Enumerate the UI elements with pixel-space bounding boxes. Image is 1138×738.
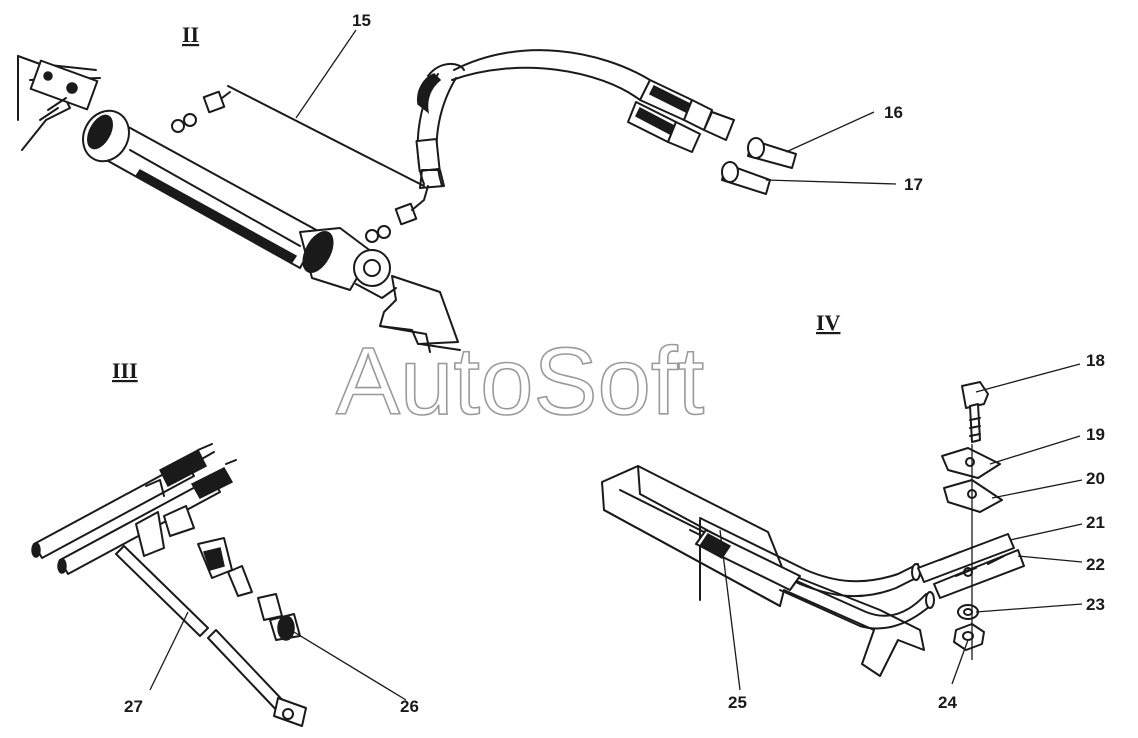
leader-26 xyxy=(293,631,407,701)
view-label-3: III xyxy=(112,358,138,383)
view-label-2: II xyxy=(182,22,199,47)
callout-26: 26 xyxy=(400,697,419,716)
leader-25 xyxy=(719,529,741,691)
leader-15 xyxy=(295,29,357,119)
callout-22: 22 xyxy=(1086,555,1105,574)
view-2-assembly xyxy=(17,49,797,353)
callout-23: 23 xyxy=(1086,595,1105,614)
leader-21 xyxy=(1009,523,1083,541)
callout-17: 17 xyxy=(904,175,923,194)
leader-19 xyxy=(989,435,1081,465)
leader-18 xyxy=(975,363,1081,393)
callout-16: 16 xyxy=(884,103,903,122)
callout-15: 15 xyxy=(352,11,371,30)
callout-25: 25 xyxy=(728,693,747,712)
callout-18: 18 xyxy=(1086,351,1105,370)
leader-17 xyxy=(765,179,897,185)
leader-23 xyxy=(975,603,1083,613)
leader-22 xyxy=(1017,555,1083,563)
watermark: AutoSoft xyxy=(336,328,704,435)
view-3-assembly xyxy=(31,443,307,727)
view-4-assembly xyxy=(601,381,1025,677)
callout-27: 27 xyxy=(124,697,143,716)
leader-24 xyxy=(951,639,969,685)
callout-19: 19 xyxy=(1086,425,1105,444)
callout-20: 20 xyxy=(1086,469,1105,488)
callout-24: 24 xyxy=(938,693,957,712)
leader-20 xyxy=(991,479,1083,499)
callout-21: 21 xyxy=(1086,513,1105,532)
leader-27 xyxy=(149,611,189,691)
leader-16 xyxy=(785,111,875,153)
hose-connectors xyxy=(627,79,735,153)
leader-lines xyxy=(149,29,1083,701)
view-label-4: IV xyxy=(816,310,841,335)
